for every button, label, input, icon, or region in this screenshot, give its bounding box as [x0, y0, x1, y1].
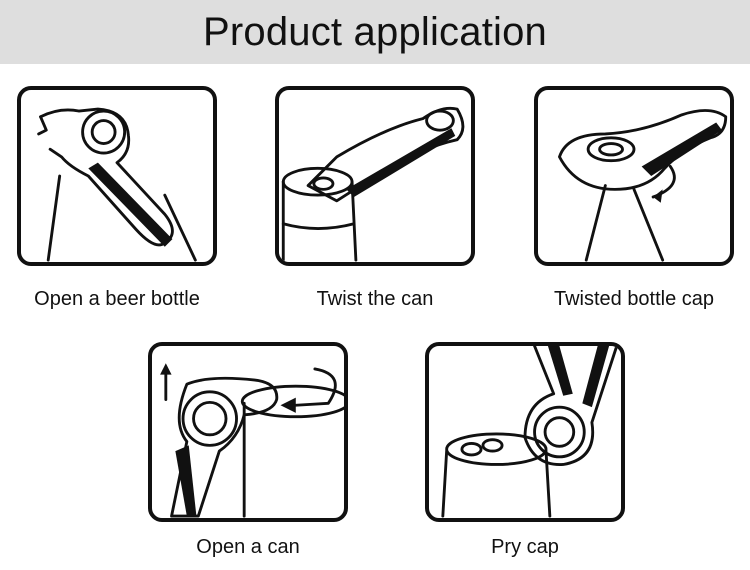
twisted-bottle-cap-illustration [558, 109, 728, 262]
panel-twisted-bottle-cap [534, 86, 734, 266]
panel-open-beer-bottle [17, 86, 217, 266]
caption-twist-the-can: Twist the can [316, 288, 434, 310]
open-beer-bottle-illustration [37, 107, 197, 262]
twist-the-can-illustration [281, 106, 465, 262]
panel-pry-cap [425, 342, 625, 522]
page-title: Product application [202, 9, 547, 54]
caption-open-beer-bottle: Open a beer bottle [34, 288, 200, 310]
panel-open-a-can [148, 342, 348, 522]
panel-twist-the-can [275, 86, 475, 266]
header-banner: Product application [0, 0, 750, 64]
pry-cap-illustration [441, 346, 619, 518]
caption-open-a-can: Open a can [196, 536, 300, 558]
caption-twisted-bottle-cap: Twisted bottle cap [553, 288, 715, 310]
caption-pry-cap: Pry cap [491, 536, 559, 558]
open-a-can-illustration [160, 363, 344, 518]
